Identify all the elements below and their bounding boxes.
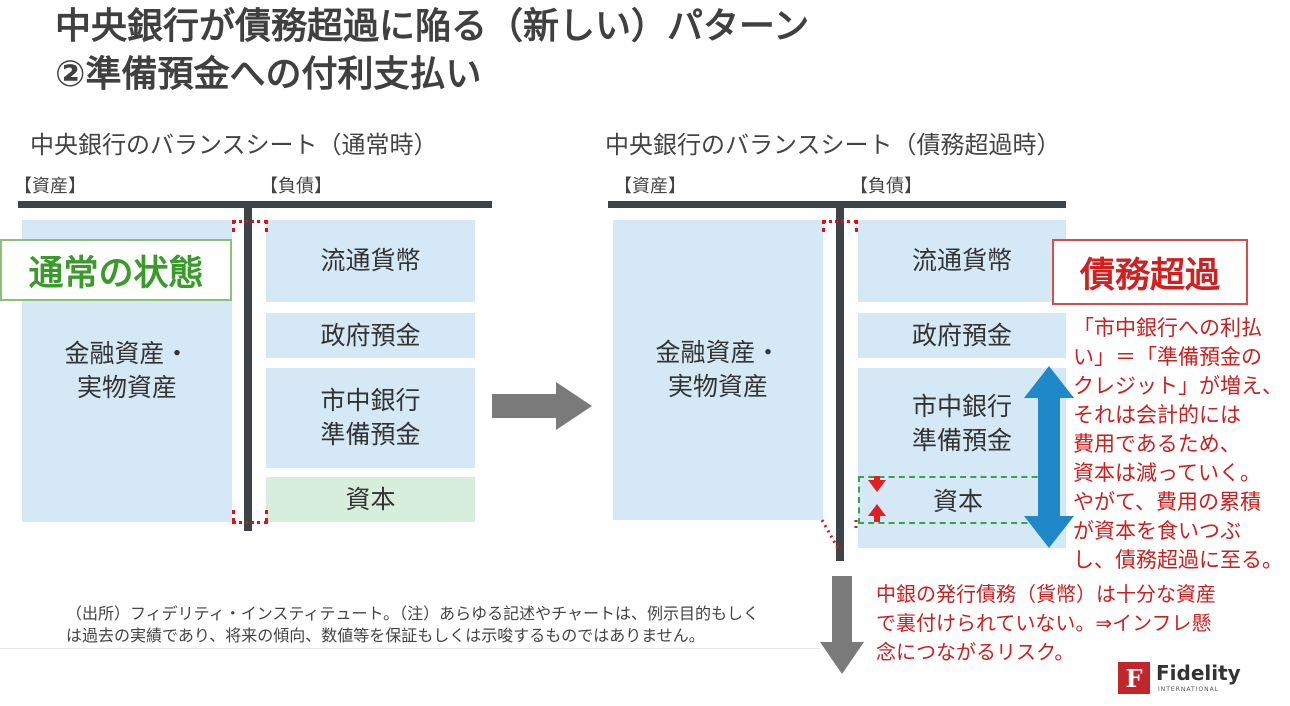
left-bottom-dotted-tick-l (232, 510, 235, 522)
left-bottom-dotted-bracket (232, 521, 268, 524)
left-currency-label: 流通貨幣 (320, 246, 421, 275)
right-t-account-divider (836, 201, 844, 561)
right-asset-box: 金融資産・ 実物資産 (613, 220, 823, 520)
left-bottom-dotted-tick-r (265, 510, 268, 522)
footnote: （出所）フィデリティ・インスティテュート。（注）あらゆる記述やチャートは、例示目… (66, 603, 759, 647)
left-top-dotted-tick-l (232, 220, 235, 232)
risk-note-line: 中銀の発行債務（貨幣）は十分な資産 (876, 582, 1216, 606)
risk-note-line: 念につながるリスク。 (876, 640, 1075, 664)
right-reserves-line-2: 準備預金 (911, 426, 1012, 455)
left-capital-box: 資本 (266, 477, 475, 522)
title-line-2: ②準備預金への付利支払い (55, 54, 482, 95)
left-reserves-line-1: 市中銀行 (320, 386, 421, 415)
footer-divider (0, 648, 820, 649)
footnote-line: （出所）フィデリティ・インスティテュート。（注）あらゆる記述やチャートは、例示目… (66, 604, 759, 623)
left-top-dotted-tick-r (265, 220, 268, 232)
right-heading: 中央銀行のバランスシート（債務超過時） (605, 131, 1061, 159)
right-asset-line-2: 実物資産 (667, 372, 768, 401)
left-asset-line-2: 実物資産 (76, 373, 177, 402)
explanation-line: 費用であるため、 (1073, 432, 1241, 456)
insolvency-label: 債務超過 (1052, 239, 1248, 305)
right-top-dotted-tick-l (822, 220, 825, 232)
normal-state-label: 通常の状態 (0, 239, 232, 301)
explanation-text: 「市中銀行への利払 い」＝「準備預金の クレジット」が増え、 それは会計的には … (1073, 314, 1283, 575)
right-top-dotted-tick-r (855, 220, 858, 232)
explanation-line: やがて、費用の累積 (1073, 490, 1261, 514)
right-liabilities-label: 【負債】 (850, 176, 922, 197)
title-line-1: 中央銀行が債務超過に陥る（新しい）パターン (55, 6, 810, 47)
explanation-line: い」＝「準備預金の (1073, 345, 1262, 369)
explanation-line: 資本は減っていく。 (1073, 461, 1261, 485)
capital-shrink-arrows (868, 476, 886, 522)
explanation-line: し、債務超過に至る。 (1073, 548, 1283, 572)
left-reserves-box: 市中銀行 準備預金 (266, 368, 475, 468)
right-gov-deposit-box: 政府預金 (858, 313, 1066, 358)
explanation-line: それは会計的には (1073, 403, 1241, 427)
left-capital-label: 資本 (345, 484, 396, 514)
left-reserves-line-2: 準備預金 (320, 420, 421, 449)
left-gov-deposit-box: 政府預金 (266, 313, 475, 358)
footnote-line: は過去の実績であり、将来の傾向、数値等を保証もしくは示唆するものではありません。 (66, 626, 705, 645)
logo-subtitle: INTERNATIONAL (1158, 686, 1220, 693)
logo-mark-icon: F (1118, 662, 1150, 694)
left-top-dotted-bracket (232, 220, 268, 223)
fidelity-logo: F Fidelity INTERNATIONAL (1118, 660, 1242, 698)
right-currency-box: 流通貨幣 (858, 220, 1066, 302)
left-asset-line-1: 金融資産・ (64, 339, 190, 368)
right-top-dotted-bracket (822, 220, 858, 223)
left-assets-label: 【資産】 (14, 176, 86, 197)
left-heading: 中央銀行のバランスシート（通常時） (30, 131, 438, 159)
transition-arrow (492, 382, 592, 430)
right-asset-line-1: 金融資産・ (655, 338, 781, 367)
down-arrow (820, 576, 864, 674)
right-bottom-dotted-bracket (820, 519, 858, 553)
left-liabilities-label: 【負債】 (260, 176, 332, 197)
explanation-line: 「市中銀行への利払 (1073, 316, 1262, 340)
explanation-line: が資本を食いつぶ (1073, 519, 1241, 543)
left-gov-deposit-label: 政府預金 (320, 320, 421, 350)
right-assets-label: 【資産】 (614, 176, 686, 197)
right-reserves-line-1: 市中銀行 (911, 392, 1012, 421)
right-currency-label: 流通貨幣 (911, 246, 1012, 275)
left-t-account-divider (244, 201, 252, 531)
left-currency-box: 流通貨幣 (266, 220, 475, 302)
risk-note: 中銀の発行債務（貨幣）は十分な資産 で裏付けられていない。⇒インフレ懸 念につな… (876, 580, 1216, 667)
blue-double-arrow (1024, 366, 1074, 548)
right-gov-deposit-label: 政府預金 (911, 320, 1012, 350)
right-capital-label: 資本 (932, 487, 983, 516)
explanation-line: クレジット」が増え、 (1073, 374, 1283, 398)
risk-note-line: で裏付けられていない。⇒インフレ懸 (876, 611, 1212, 635)
left-t-account-top-bar (18, 201, 492, 208)
logo-name: Fidelity (1156, 661, 1241, 685)
